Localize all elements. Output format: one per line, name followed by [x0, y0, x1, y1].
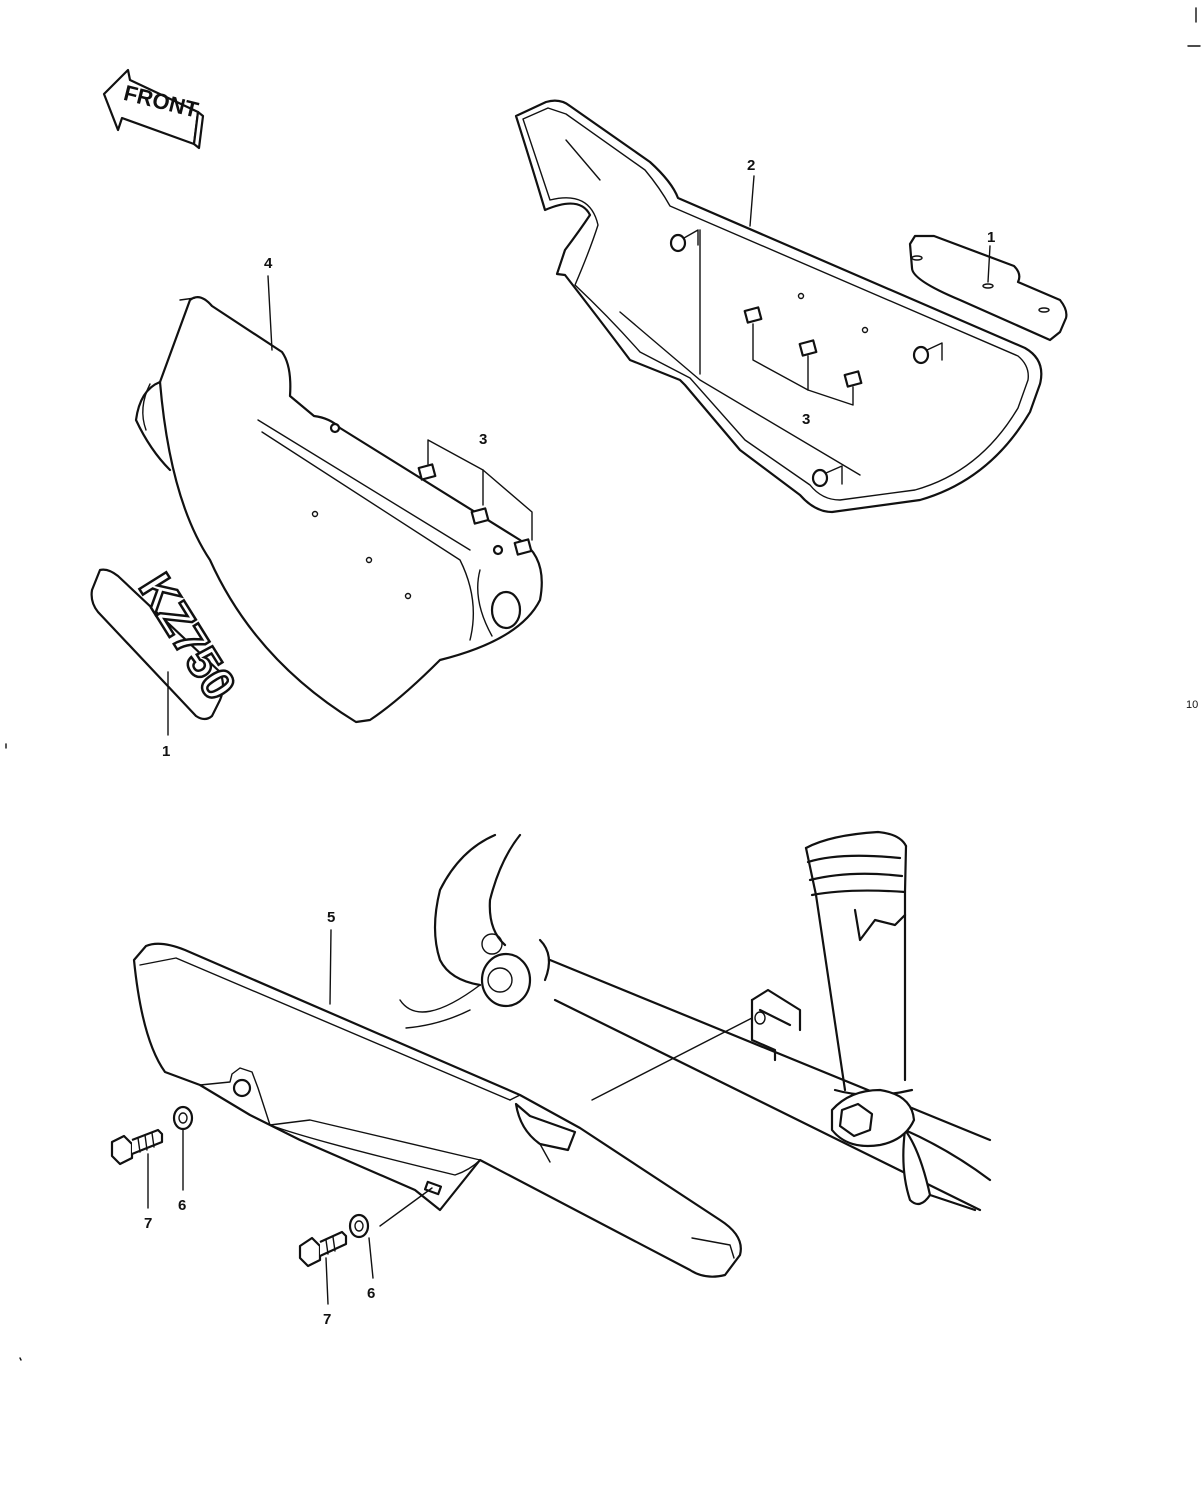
callouts: 1 4 3 2 1 3 5 6 7 6 7 10 — [144, 157, 1198, 1328]
callout-3-left: 3 — [479, 431, 487, 448]
callout-6-upper: 6 — [178, 1197, 186, 1214]
callout-1-badge: 1 — [162, 743, 170, 760]
bolt-icon — [110, 1128, 164, 1166]
callout-7-upper: 7 — [144, 1215, 152, 1232]
right-side-cover — [514, 99, 1043, 514]
callout-2: 2 — [747, 157, 755, 174]
clip-icon — [417, 463, 533, 556]
bolt-icon — [298, 1230, 348, 1268]
callout-3-right: 3 — [802, 411, 810, 428]
shock-absorber — [804, 830, 916, 1148]
washer-icon — [348, 1213, 370, 1239]
frame-tube — [399, 833, 522, 1029]
leader-lines — [147, 175, 991, 1305]
clip-icon — [743, 306, 863, 388]
left-side-cover — [134, 295, 543, 724]
front-arrow-icon: FRONT — [102, 68, 205, 150]
callout-6-lower: 6 — [367, 1285, 375, 1302]
callout-5: 5 — [327, 909, 335, 926]
page-marker: 10 — [1186, 699, 1198, 711]
emblem-plate — [908, 234, 1068, 342]
corner-marks — [5, 7, 1201, 1361]
chain-case-bracket — [750, 988, 802, 1062]
callout-1-plate: 1 — [987, 229, 995, 246]
chain-case — [132, 942, 753, 1278]
callout-7-lower: 7 — [323, 1311, 331, 1328]
washer-icon — [172, 1105, 194, 1131]
callout-4: 4 — [264, 255, 273, 272]
swing-arm — [480, 933, 992, 1212]
grommet-peg — [669, 229, 943, 488]
